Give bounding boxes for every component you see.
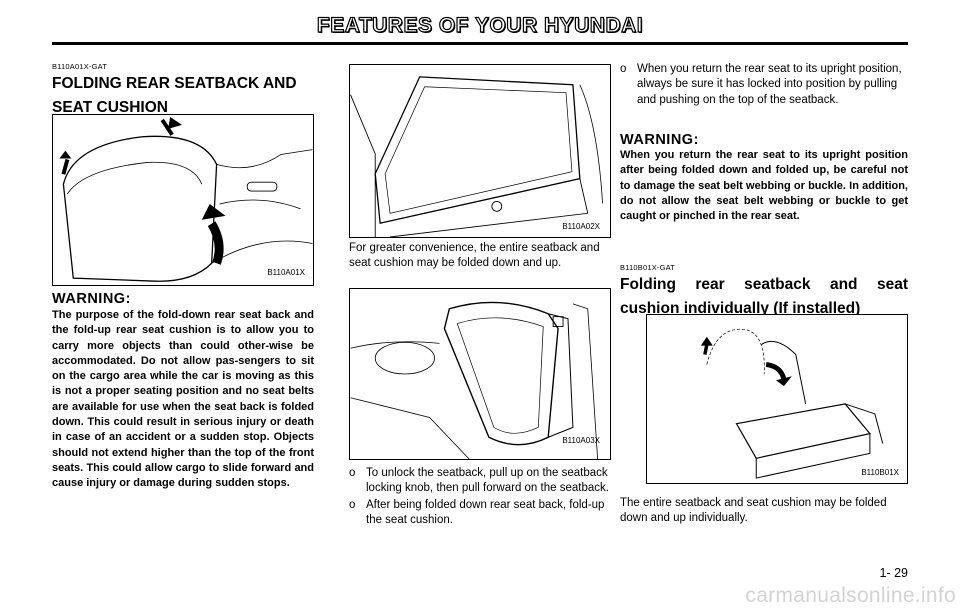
figure-label: B110B01X	[861, 468, 899, 477]
warning-body: The purpose of the fold-down rear seat b…	[52, 309, 314, 490]
watermark: carmanualsonline.info	[745, 584, 956, 607]
seat-illustration-1	[59, 116, 313, 282]
figure-label: B110A03X	[562, 436, 600, 445]
bullet-list: o To unlock the seatback, pull up on the…	[349, 466, 611, 529]
figure-label: B110A02X	[562, 222, 600, 231]
bullet-text: When you return the rear seat to its upr…	[637, 63, 902, 106]
section-title: Folding rear seatback and seat cushion i…	[620, 273, 908, 321]
bullet-item: o After being folded down rear seat back…	[349, 498, 611, 529]
caption-individual-fold: The entire seatback and seat cushion may…	[620, 497, 887, 525]
warning-heading: WARNING:	[52, 291, 131, 307]
section-title-line1: FOLDING REAR SEATBACK AND	[52, 75, 297, 92]
bullet-item: o When you return the rear seat to its u…	[620, 62, 908, 108]
bullet-mark: o	[349, 498, 356, 511]
seat-illustration-3	[350, 301, 599, 459]
seat-illustration-4	[700, 328, 884, 479]
bullet-mark: o	[620, 63, 627, 75]
figure-unlock-seatback: B110A03X	[349, 288, 611, 460]
header-rule	[52, 42, 908, 45]
figure-entire-fold: B110A02X	[349, 64, 611, 238]
warning-body: When you return the rear seat to its upr…	[620, 149, 908, 223]
seat-illustration-2	[350, 76, 603, 237]
bullet-text: To unlock the seatback, pull up on the s…	[366, 467, 609, 495]
section-code: B110A01X-GAT	[52, 62, 108, 71]
figure-label: B110A01X	[267, 268, 305, 277]
section-title-line1: Folding rear seatback and seat	[620, 276, 908, 293]
bullet-mark: o	[349, 467, 356, 479]
section-title-line2: cushion individually (If installed)	[620, 300, 861, 317]
bullet-item: o To unlock the seatback, pull up on the…	[349, 466, 611, 497]
page-number: 1- 29	[879, 566, 909, 580]
section-code: B110B01X-GAT	[620, 263, 676, 272]
page-header-title: FEATURES OF YOUR HYUNDAI	[316, 13, 644, 37]
warning-heading: WARNING:	[620, 132, 699, 148]
section-title-line2: SEAT CUSHION	[52, 99, 168, 116]
section-title: FOLDING REAR SEATBACK AND SEAT CUSHION	[52, 72, 314, 120]
figure-individual-fold: B110B01X	[646, 314, 908, 484]
figure-seatback-fold: B110A01X	[52, 114, 314, 286]
bullet-text: After being folded down rear seat back, …	[366, 498, 605, 527]
caption-entire-fold: For greater convenience, the entire seat…	[349, 242, 600, 270]
